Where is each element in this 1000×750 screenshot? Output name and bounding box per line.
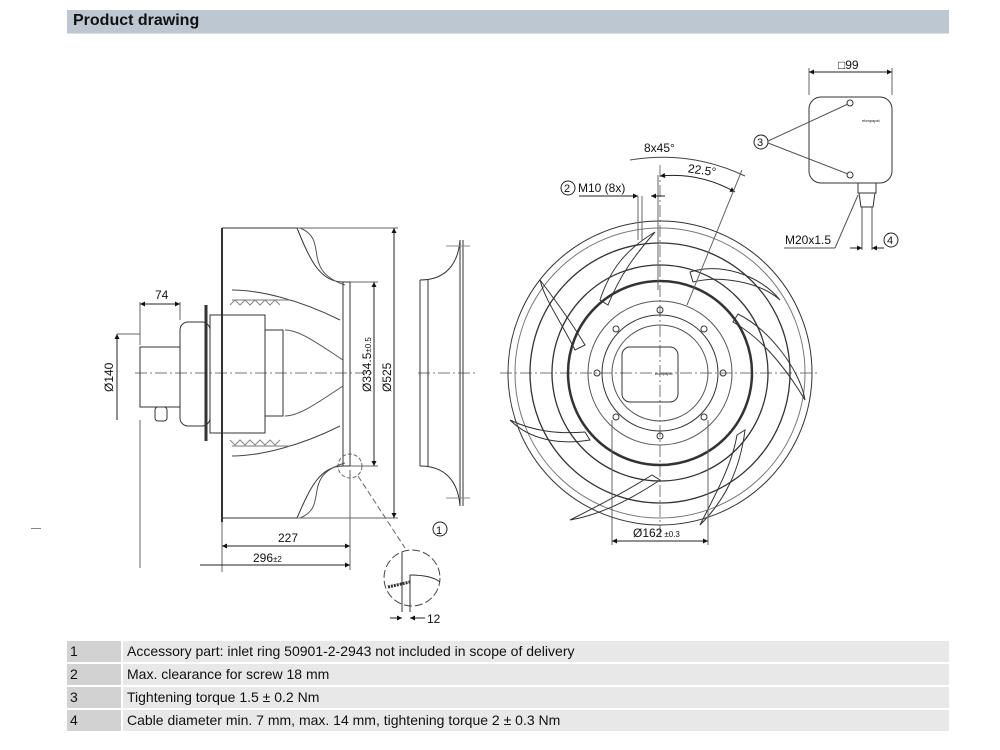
dim-m10: M10 (8x)	[578, 181, 625, 195]
brand-mark-front: ebmpapst	[655, 371, 673, 376]
dim-m20: M20x1.5	[785, 233, 831, 247]
terminal-box-side	[139, 346, 181, 408]
svg-text:296±2: 296±2	[253, 551, 282, 565]
dim-334: Ø334.5	[360, 352, 374, 392]
callout-2	[560, 180, 576, 196]
brand-mark-box: ebmpapst	[862, 118, 880, 123]
svg-text:Ø334.5±0.5: Ø334.5±0.5	[360, 337, 374, 392]
side-view	[135, 227, 406, 549]
product-drawing: 74 Ø140 Ø334.5±0.5 Ø525 227 296±2	[102, 58, 899, 626]
section-header: Product drawing	[67, 10, 949, 34]
terminal-box-view: □99 ebmpapst 3 M20x1.5 4	[753, 58, 899, 251]
inlet-ring	[418, 239, 475, 507]
callout-4	[883, 232, 899, 248]
callout-1	[432, 521, 448, 537]
dim-140: Ø140	[102, 362, 116, 392]
callout-4-label: 4	[887, 235, 893, 247]
section-title: Product drawing	[73, 12, 200, 29]
note-number: 1	[67, 641, 121, 662]
dim-22-5: 22.5°	[687, 161, 717, 179]
margin-mark	[31, 528, 41, 529]
note-row: 1 Accessory part: inlet ring 50901-2-294…	[67, 641, 949, 662]
note-text: Tightening torque 1.5 ± 0.2 Nm	[123, 687, 949, 708]
dim-99: □99	[838, 58, 859, 72]
callout-2-label: 2	[564, 183, 570, 195]
dim-227: 227	[278, 531, 298, 545]
svg-text:Ø162±0.3: Ø162±0.3	[633, 526, 680, 540]
note-row: 2 Max. clearance for screw 18 mm	[67, 664, 949, 685]
notes-table: 1 Accessory part: inlet ring 50901-2-294…	[67, 641, 949, 733]
side-dimensions: 74 Ø140 Ø334.5±0.5 Ø525 227 296±2	[102, 227, 398, 572]
cable-gland-side	[154, 406, 168, 422]
note-number: 4	[67, 710, 121, 731]
callout-1-label: 1	[436, 525, 442, 537]
note-number: 2	[67, 664, 121, 685]
motor-body	[209, 314, 266, 434]
note-text: Max. clearance for screw 18 mm	[123, 664, 949, 685]
dim-162: Ø162	[633, 526, 663, 540]
dim-296-tol: ±2	[273, 555, 282, 564]
front-view: ebmpapst Ø162±0.3 8x45° 22.5° 2 M10 (8x)	[500, 141, 820, 545]
note-row: 4 Cable diameter min. 7 mm, max. 14 mm, …	[67, 710, 949, 731]
note-number: 3	[67, 687, 121, 708]
dim-296: 296	[253, 551, 273, 565]
callout-3-label: 3	[757, 137, 763, 149]
callout-3	[753, 134, 769, 150]
note-text: Accessory part: inlet ring 50901-2-2943 …	[123, 641, 949, 662]
dim-12: 12	[427, 612, 441, 626]
terminal-box	[808, 96, 893, 184]
note-row: 3 Tightening torque 1.5 ± 0.2 Nm	[67, 687, 949, 708]
note-text: Cable diameter min. 7 mm, max. 14 mm, ti…	[123, 710, 949, 731]
dim-334-tol: ±0.5	[364, 337, 373, 353]
dim-8x45: 8x45°	[644, 141, 675, 155]
dim-74: 74	[155, 288, 169, 302]
dim-162-tol: ±0.3	[664, 530, 680, 539]
inlet-detail: 12 1	[383, 521, 448, 626]
dim-525: Ø525	[380, 362, 394, 392]
